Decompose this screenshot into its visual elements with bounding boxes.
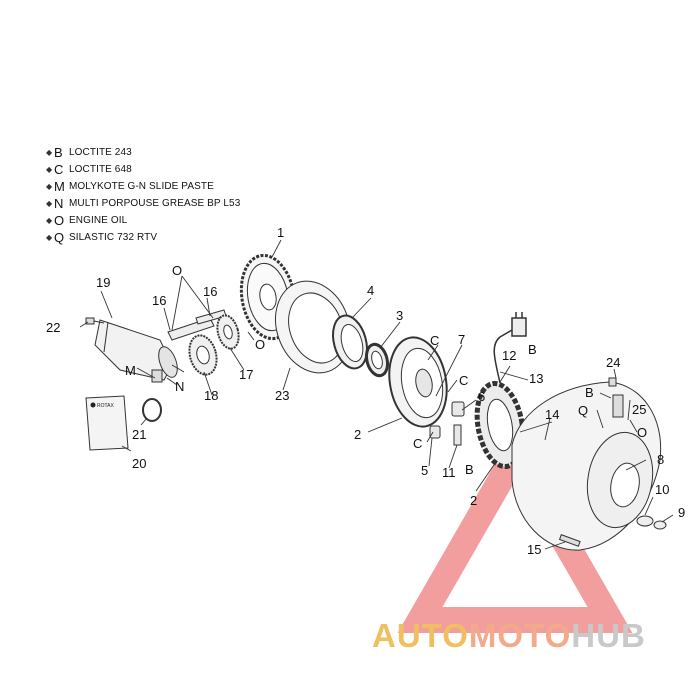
- plugs-9-10: [636, 515, 667, 530]
- legend-row: ◆ C LOCTITE 648: [46, 161, 306, 178]
- stator: [474, 380, 526, 470]
- legend-desc: SILASTIC 732 RTV: [69, 232, 158, 243]
- callout-B3: B: [585, 385, 594, 400]
- watermark-text: AUTOMOTOHUB: [372, 617, 646, 655]
- gear-17: [216, 314, 240, 350]
- legend-desc: LOCTITE 243: [69, 147, 132, 158]
- legend-row: ◆ M MOLYKOTE G-N SLIDE PASTE: [46, 178, 306, 195]
- callout-2a: 2: [354, 427, 362, 442]
- callout-11: 11: [442, 465, 456, 480]
- legend-desc: LOCTITE 648: [69, 164, 132, 175]
- drop-icon: ◆: [46, 165, 53, 174]
- cover-14: [511, 381, 662, 551]
- callout-7: 7: [458, 332, 466, 347]
- callout-O2: O: [255, 337, 266, 352]
- callout-5: 5: [421, 463, 429, 478]
- drop-icon: ◆: [46, 148, 53, 157]
- lubricant-legend: ◆ B LOCTITE 243 ◆ C LOCTITE 648 ◆ M MOLY…: [46, 144, 306, 246]
- callout-24: 24: [606, 355, 621, 370]
- gear-18: [188, 334, 218, 376]
- callout-13: 13: [529, 371, 544, 386]
- bearing-3: [364, 342, 390, 378]
- callout-9: 9: [678, 505, 686, 520]
- callout-N1: N: [175, 379, 185, 394]
- callout-16a: 16: [152, 293, 167, 308]
- callout-23: 23: [275, 388, 290, 403]
- callout-C3: C: [413, 436, 423, 451]
- legend-desc: MULTI PORPOUSE GREASE BP L53: [69, 198, 241, 209]
- callout-18: 18: [204, 388, 219, 403]
- part-24: [608, 377, 624, 418]
- callout-6: 6: [478, 389, 486, 404]
- callout-16b: 16: [203, 284, 218, 299]
- callout-C2: C: [459, 373, 469, 388]
- legend-row: ◆ O ENGINE OIL: [46, 212, 306, 229]
- callout-1: 1: [277, 225, 285, 240]
- callout-Q1: Q: [578, 403, 589, 418]
- callout-O1: O: [172, 263, 183, 278]
- callout-12: 12: [502, 348, 517, 363]
- callout-B2: B: [528, 342, 537, 357]
- drop-icon: ◆: [46, 233, 53, 242]
- drop-icon: ◆: [46, 182, 53, 191]
- leader-lines: [79, 239, 674, 550]
- watermark-part3: HUB: [571, 617, 646, 654]
- o-ring-21: [142, 398, 162, 422]
- legend-desc: MOLYKOTE G-N SLIDE PASTE: [69, 181, 214, 192]
- callout-20: 20: [132, 456, 147, 471]
- callout-10: 10: [655, 482, 670, 497]
- callout-B1: B: [465, 462, 474, 477]
- callout-17: 17: [239, 367, 254, 382]
- screw-22: [85, 317, 105, 325]
- watermark-part2: MOTO: [468, 617, 572, 654]
- legend-code: O: [54, 213, 65, 228]
- drop-icon: ◆: [46, 216, 53, 225]
- callout-C1: C: [430, 333, 440, 348]
- legend-code: B: [54, 145, 63, 160]
- rotor-2: [388, 336, 448, 428]
- callout-15: 15: [527, 542, 542, 557]
- ring-4: [332, 314, 368, 370]
- callout-M1: M: [125, 363, 136, 378]
- watermark-part1: AUTO: [372, 617, 469, 654]
- starter-motor: [94, 319, 185, 383]
- callout-14: 14: [545, 407, 560, 422]
- callout-22: 22: [46, 320, 61, 335]
- small-parts: [429, 401, 465, 446]
- legend-code: Q: [54, 230, 65, 245]
- legend-desc: ENGINE OIL: [69, 215, 128, 226]
- legend-row: ◆ Q SILASTIC 732 RTV: [46, 229, 306, 246]
- manual-booklet: [85, 395, 129, 451]
- manual-label: ROTAX: [97, 403, 114, 409]
- callout-19: 19: [96, 275, 111, 290]
- ring-23: [275, 280, 351, 374]
- callout-25: 25: [632, 402, 647, 417]
- callout-8: 8: [657, 452, 665, 467]
- stator-wire: [493, 312, 527, 384]
- callout-21: 21: [132, 427, 147, 442]
- legend-code: C: [54, 162, 64, 177]
- drop-icon: ◆: [46, 199, 53, 208]
- legend-row: ◆ B LOCTITE 243: [46, 144, 306, 161]
- callout-3: 3: [396, 308, 404, 323]
- legend-code: M: [54, 179, 65, 194]
- callout-O3: O: [637, 425, 648, 440]
- bolt-15: [558, 534, 581, 547]
- legend-code: N: [54, 196, 64, 211]
- legend-row: ◆ N MULTI PORPOUSE GREASE BP L53: [46, 195, 306, 212]
- callout-4: 4: [367, 283, 375, 298]
- callout-2b: 2: [470, 493, 478, 508]
